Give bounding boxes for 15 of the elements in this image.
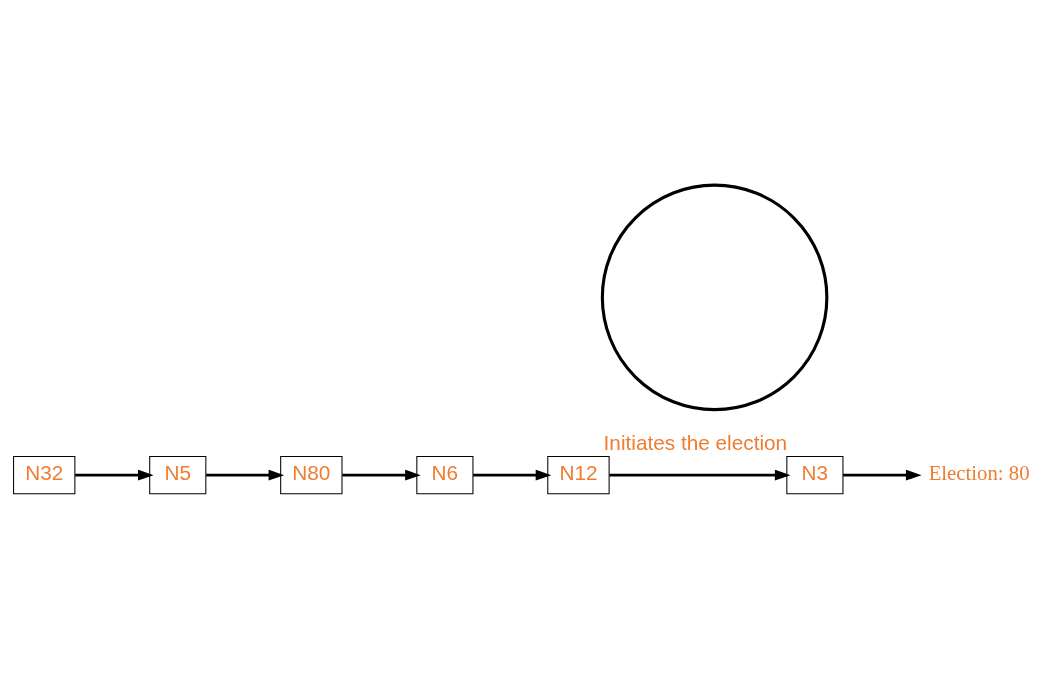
node-box: N5	[149, 455, 207, 494]
node-label: Initiates the election	[603, 430, 788, 454]
node-box: N80	[280, 455, 343, 494]
arrow	[473, 469, 552, 481]
arrow	[843, 469, 922, 481]
node-box: N3	[786, 455, 844, 494]
arrow	[609, 469, 791, 481]
arrow	[206, 469, 285, 481]
arrow	[342, 469, 421, 481]
node-box: N6	[416, 455, 474, 494]
node-text: Election: 80	[928, 460, 1030, 484]
node-box: N32	[13, 455, 76, 494]
node-circle	[600, 183, 829, 411]
arrow	[75, 469, 154, 481]
node-box: N12	[547, 455, 610, 494]
